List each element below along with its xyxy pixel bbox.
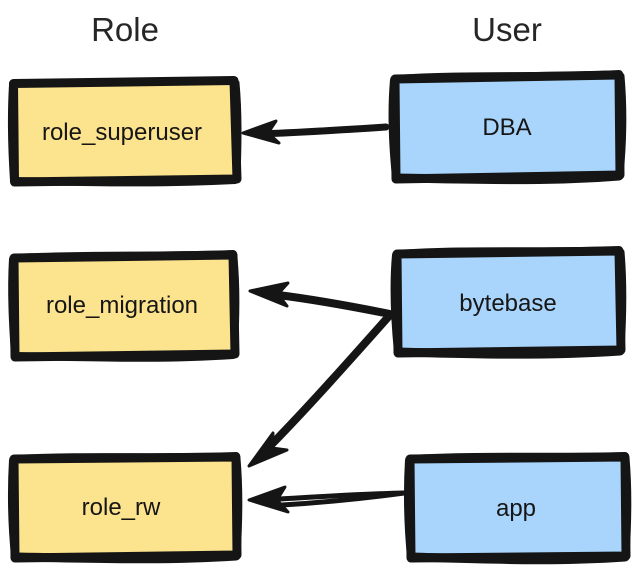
node-role-migration[interactable]: role_migration bbox=[8, 250, 240, 362]
node-dba[interactable]: DBA bbox=[388, 70, 627, 185]
node-shape-app bbox=[405, 452, 631, 563]
edge-bytebase-to-role-migration bbox=[248, 281, 394, 318]
node-shape-bytebase bbox=[392, 246, 626, 358]
node-bytebase[interactable]: bytebase bbox=[390, 246, 627, 359]
node-role-rw[interactable]: role_rw bbox=[7, 452, 243, 564]
edge-dba-to-role-superuser bbox=[241, 119, 390, 145]
node-role-superuser[interactable]: role_superuser bbox=[7, 76, 242, 187]
node-shape-role-superuser bbox=[9, 76, 242, 187]
column-title-role: Role bbox=[91, 11, 159, 48]
node-shape-role-rw bbox=[9, 452, 242, 563]
node-app[interactable]: app bbox=[403, 452, 632, 565]
column-title-user: User bbox=[472, 11, 542, 48]
node-shape-role-migration bbox=[9, 250, 240, 362]
edge-app-to-role-rw bbox=[247, 485, 407, 514]
node-shape-dba bbox=[390, 70, 625, 184]
edge-bytebase-to-role-rw bbox=[247, 311, 394, 468]
